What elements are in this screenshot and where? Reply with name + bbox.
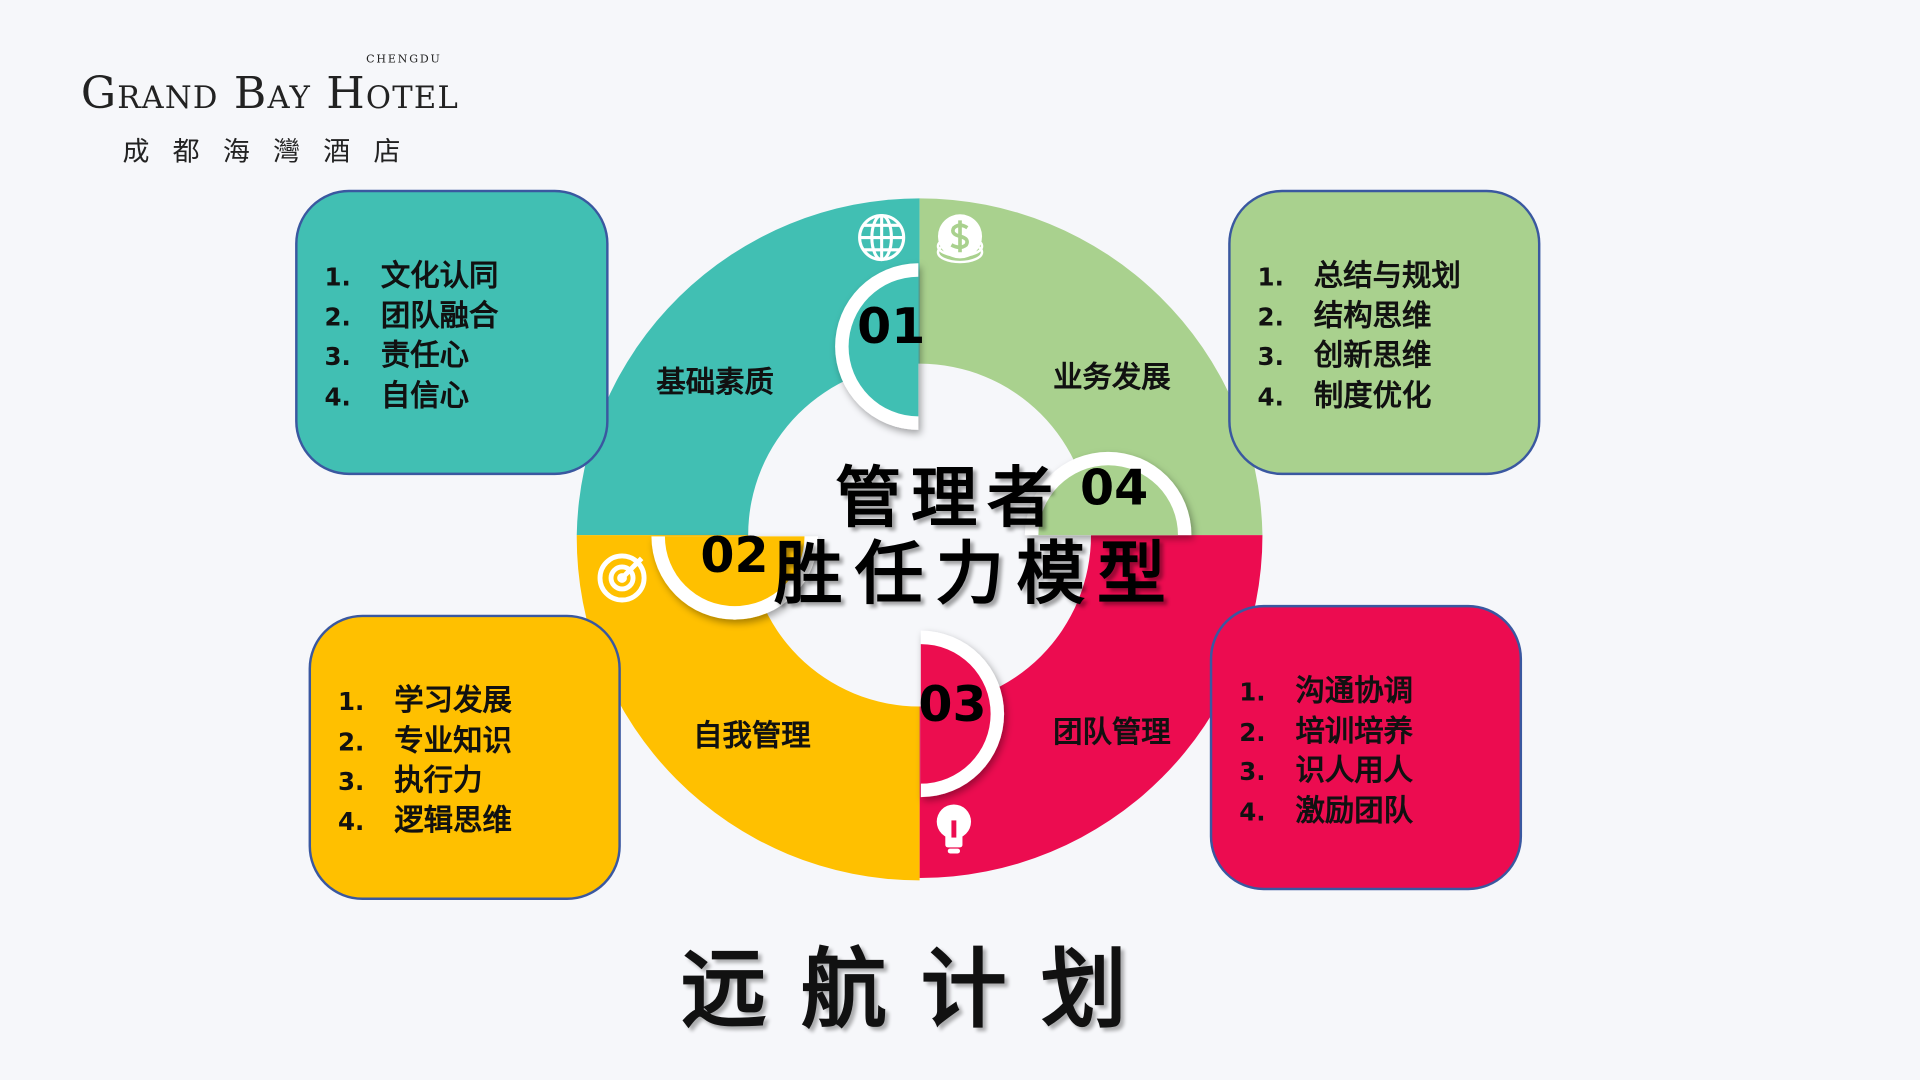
list-item: 4.激励团队 xyxy=(1239,792,1414,828)
badge-number-02: 02 xyxy=(700,527,769,585)
list-item: 3.识人用人 xyxy=(1239,753,1414,788)
list-item: 2.团队融合 xyxy=(324,298,499,333)
list-item: 2.结构思维 xyxy=(1257,298,1432,333)
logo-english: Grand Bay Hotel xyxy=(80,68,460,119)
list-item: 3.创新思维 xyxy=(1257,337,1432,373)
globe-icon xyxy=(858,213,906,262)
ring-segment-04 xyxy=(919,198,1263,536)
badge-02 xyxy=(651,536,818,620)
segment-label-03: 团队管理 xyxy=(1053,715,1171,750)
dollar-coins-icon xyxy=(936,214,984,264)
list-item: 1.沟通协调 xyxy=(1239,673,1414,708)
hotel-logo: Grand Bay Hotel CHENGDU 成都海灣酒店 xyxy=(80,54,460,169)
badge-04 xyxy=(1024,451,1192,536)
list-item: 4.自信心 xyxy=(324,377,469,413)
list-item: 2.培训培养 xyxy=(1239,713,1414,748)
badge-01 xyxy=(835,263,919,430)
list-item: 1.总结与规划 xyxy=(1257,258,1461,293)
badge-03 xyxy=(920,630,1005,798)
logo-city: CHENGDU xyxy=(366,53,442,67)
lightbulb-icon xyxy=(936,804,972,854)
list-item: 1.文化认同 xyxy=(324,258,499,293)
segment-label-01: 基础素质 xyxy=(656,364,774,400)
box-team-management: 1.沟通协调 2.培训培养 3.识人用人 4.激励团队 xyxy=(1209,604,1523,891)
badge-number-01: 01 xyxy=(857,298,926,356)
list-item: 4.逻辑思维 xyxy=(337,802,512,837)
center-title-line1: 管理者 xyxy=(835,459,1063,537)
ring-segment-03 xyxy=(919,535,1263,878)
box-self-management: 1.学习发展 2.专业知识 3.执行力 4.逻辑思维 xyxy=(308,614,621,901)
list-item: 1.学习发展 xyxy=(337,683,512,718)
list-item: 4.制度优化 xyxy=(1257,377,1432,413)
badge-number-04: 04 xyxy=(1080,460,1149,517)
segment-label-02: 自我管理 xyxy=(693,718,811,754)
ring-segment-02 xyxy=(576,535,920,881)
list-item: 2.专业知识 xyxy=(337,723,512,758)
box-business-development: 1.总结与规划 2.结构思维 3.创新思维 4.制度优化 xyxy=(1228,189,1541,476)
ring-segment-01 xyxy=(576,198,920,536)
target-icon xyxy=(597,553,647,603)
center-title-line2: 胜任力模型 xyxy=(773,535,1178,615)
list-item: 3.执行力 xyxy=(337,762,483,798)
badge-number-03: 03 xyxy=(918,677,987,734)
logo-chinese: 成都海灣酒店 xyxy=(122,137,424,168)
footer-title: 远航计划 xyxy=(680,939,1161,1040)
box-basic-quality: 1.文化认同 2.团队融合 3.责任心 4.自信心 xyxy=(295,189,609,476)
segment-label-04: 业务发展 xyxy=(1053,360,1171,395)
list-item: 3.责任心 xyxy=(324,337,469,373)
